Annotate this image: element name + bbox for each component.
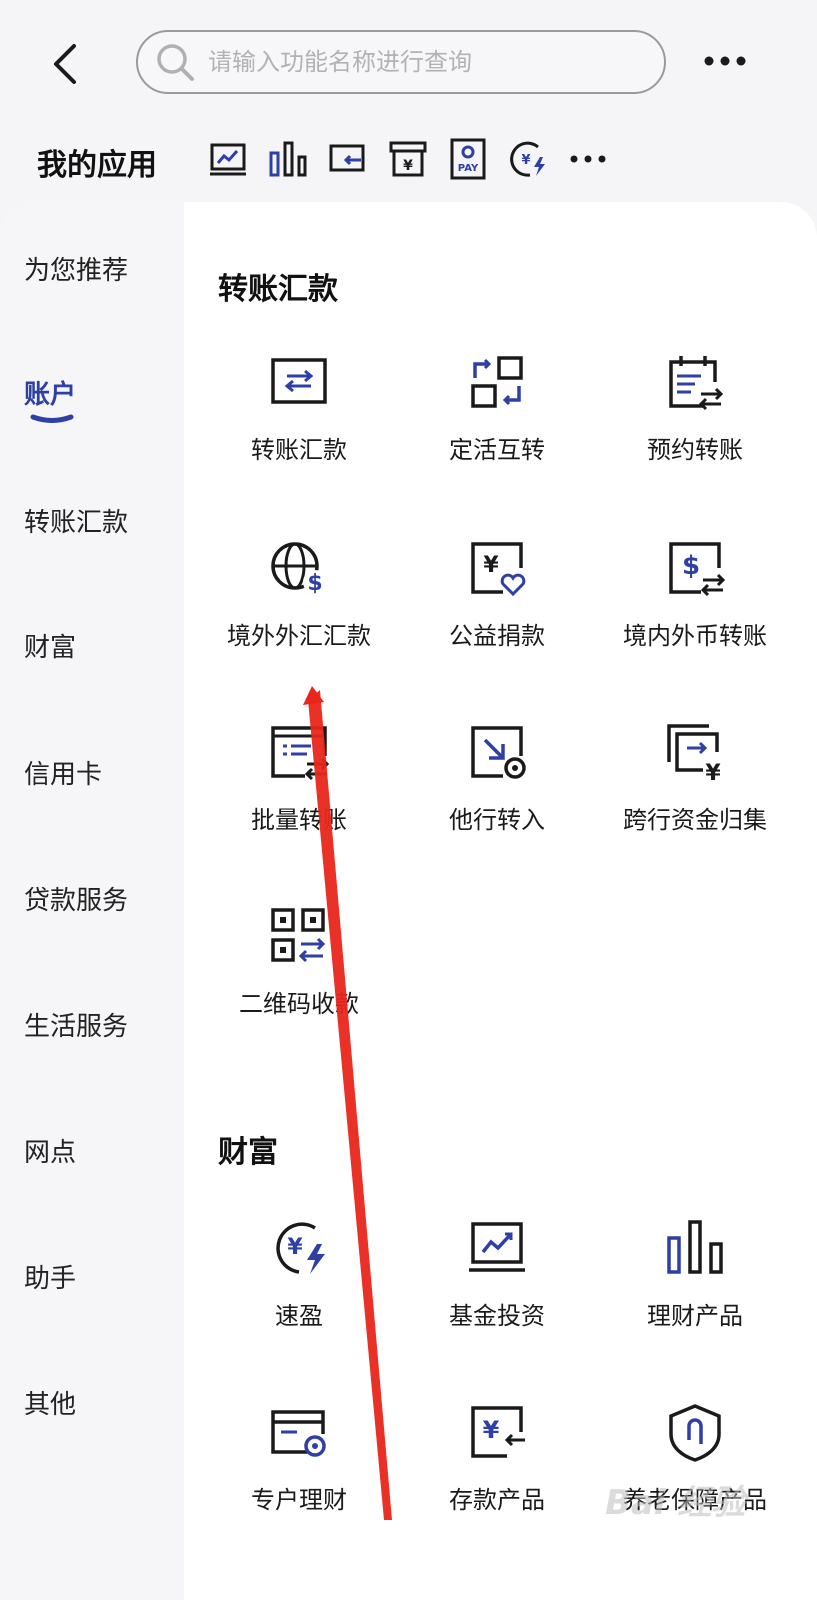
tile-suying[interactable]: ¥ 速盈: [200, 1218, 398, 1378]
tile-overseas-remittance[interactable]: $ 境外外汇汇款: [200, 538, 398, 698]
tile-label: 公益捐款: [449, 622, 545, 650]
more-apps-ellipsis-icon[interactable]: [568, 136, 608, 182]
transfer-card-icon[interactable]: [328, 136, 368, 182]
tile-label: 理财产品: [647, 1302, 743, 1330]
swap-boxes-icon: [471, 356, 523, 408]
tile-label: 专户理财: [251, 1486, 347, 1514]
svg-text:¥: ¥: [287, 1235, 303, 1260]
card-plus-icon: [271, 1410, 326, 1457]
sidebar-item-recommended[interactable]: 为您推荐: [24, 256, 129, 286]
sidebar-item-wealth[interactable]: 财富: [24, 633, 77, 663]
sidebar-item-branches[interactable]: 网点: [24, 1138, 77, 1168]
sidebar-item-life-services[interactable]: 生活服务: [24, 1012, 129, 1042]
tile-scheduled-transfer[interactable]: 预约转账: [596, 352, 794, 512]
tile-label: 跨行资金归集: [623, 806, 767, 834]
svg-text:¥: ¥: [483, 553, 499, 578]
transfer-icon: [271, 358, 327, 404]
more-button[interactable]: [700, 46, 750, 76]
tile-label: 境内外币转账: [623, 622, 767, 650]
tile-fund-investment[interactable]: 基金投资: [398, 1218, 596, 1378]
sidebar-item-account[interactable]: 账户: [24, 380, 77, 410]
tile-label: 预约转账: [647, 436, 743, 464]
section-title-wealth: 财富: [218, 1135, 278, 1170]
my-apps-title: 我的应用: [37, 148, 157, 183]
section-title-transfer: 转账汇款: [218, 272, 338, 307]
tile-deposit-products[interactable]: ¥ 存款产品: [398, 1402, 596, 1562]
tile-label: 养老保障产品: [623, 1486, 767, 1514]
search-input[interactable]: [206, 47, 630, 77]
tile-label: 速盈: [275, 1302, 323, 1330]
yen-collect-icon: ¥: [667, 724, 721, 782]
yen-speed-icon: ¥: [276, 1222, 325, 1274]
dollar-transfer-icon: $: [669, 542, 725, 597]
sidebar-item-credit-card[interactable]: 信用卡: [24, 760, 103, 790]
fund-chart-icon[interactable]: [208, 136, 248, 182]
archive-yen-icon[interactable]: ¥: [388, 136, 428, 182]
tile-transfer[interactable]: 转账汇款: [200, 352, 398, 512]
svg-text:$: $: [682, 551, 700, 581]
sidebar-item-loans[interactable]: 贷款服务: [24, 886, 129, 916]
tile-wealth-products[interactable]: 理财产品: [596, 1218, 794, 1378]
svg-text:$: $: [307, 571, 322, 596]
fund-chart-icon: [469, 1222, 525, 1272]
tile-dedicated-account-wealth[interactable]: 专户理财: [200, 1402, 398, 1562]
main-panel: 为您推荐 账户 转账汇款 财富 信用卡 贷款服务 生活服务 网点 助手 其他 转…: [0, 202, 817, 1600]
qr-code-icon: [271, 908, 326, 963]
tile-label: 批量转账: [251, 806, 347, 834]
sidebar-item-other[interactable]: 其他: [24, 1390, 77, 1420]
my-apps-shortcuts: ¥ PAY ¥: [208, 136, 608, 182]
svg-text:¥: ¥: [521, 153, 530, 168]
globe-dollar-icon: $: [271, 542, 327, 596]
sidebar-item-transfer[interactable]: 转账汇款: [24, 508, 129, 538]
tile-qr-collection[interactable]: 二维码收款: [200, 906, 398, 1066]
yen-heart-icon: ¥: [471, 542, 526, 597]
ellipsis-icon: [704, 56, 746, 66]
chevron-left-icon: [54, 44, 76, 84]
tile-charity-donation[interactable]: ¥ 公益捐款: [398, 538, 596, 698]
tile-label: 存款产品: [449, 1486, 545, 1514]
bar-chart-icon: [667, 1220, 723, 1274]
scheduled-transfer-icon: [669, 356, 724, 411]
inbound-arrow-icon: [471, 726, 526, 779]
svg-text:¥: ¥: [483, 1416, 500, 1444]
svg-text:PAY: PAY: [458, 163, 479, 174]
tile-label: 二维码收款: [239, 990, 359, 1018]
tile-label: 基金投资: [449, 1302, 545, 1330]
bar-chart-icon[interactable]: [268, 136, 308, 182]
pay-card-icon[interactable]: PAY: [448, 136, 488, 182]
tile-fixed-demand-swap[interactable]: 定活互转: [398, 352, 596, 512]
search-icon: [157, 44, 194, 81]
search-box[interactable]: [136, 30, 666, 94]
svg-text:¥: ¥: [403, 158, 413, 174]
tile-domestic-fx-transfer[interactable]: $ 境内外币转账: [596, 538, 794, 698]
sidebar-item-assistant[interactable]: 助手: [24, 1264, 77, 1294]
tile-inbound-other-bank[interactable]: 他行转入: [398, 722, 596, 882]
yen-speed-icon[interactable]: ¥: [508, 136, 548, 182]
tile-label: 转账汇款: [251, 436, 347, 464]
yen-deposit-icon: ¥: [471, 1406, 525, 1458]
active-tab-indicator: [30, 414, 74, 423]
svg-text:¥: ¥: [705, 761, 721, 782]
back-button[interactable]: [46, 40, 86, 88]
tile-pension-products[interactable]: 养老保障产品: [596, 1402, 794, 1562]
tile-cross-bank-collection[interactable]: ¥ 跨行资金归集: [596, 722, 794, 882]
shield-icon: [669, 1404, 721, 1462]
tile-batch-transfer[interactable]: 批量转账: [200, 722, 398, 882]
batch-transfer-icon: [271, 726, 329, 781]
tile-label: 定活互转: [449, 436, 545, 464]
tile-label: 他行转入: [449, 806, 545, 834]
tile-label: 境外外汇汇款: [227, 622, 371, 650]
category-sidebar: 为您推荐 账户 转账汇款 财富 信用卡 贷款服务 生活服务 网点 助手 其他: [0, 202, 184, 1600]
